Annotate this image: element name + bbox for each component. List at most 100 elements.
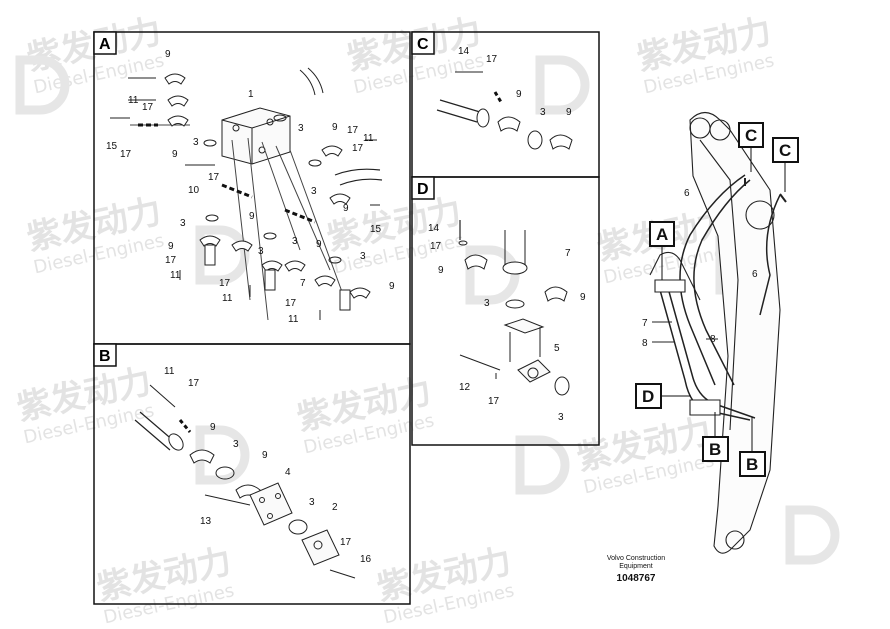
part-number: 3 [233,439,239,450]
part-number: 9 [165,49,171,60]
part-number: 14 [428,223,440,234]
panel-d-part-numbers: 14 17 9 7 3 9 5 12 17 3 [428,223,586,423]
part-number: 17 [142,102,154,113]
part-number: 9 [516,89,522,100]
part-number: 17 [285,298,297,309]
part-number: 9 [343,203,349,214]
panel-label-d: D [417,181,429,198]
panel-c-drawing [436,71,573,150]
part-number: 17 [352,143,364,154]
part-number: 9 [316,239,322,250]
overview-part-numbers: 6 6 7 8 8 [642,188,758,349]
callout-label: B [709,440,721,459]
boom-overview [649,111,787,554]
company-name-line1: Volvo Construction [607,555,665,562]
panel-label-a: A [99,36,111,53]
part-number: 15 [370,224,382,235]
part-number: 3 [484,298,490,309]
callout-c-left: C [738,122,764,172]
part-number: 9 [332,122,338,133]
part-number: 11 [222,293,233,304]
panel-c-part-numbers: 14 17 9 3 9 [458,46,572,118]
panel-tab-b: B [93,343,117,367]
panel-b-frame [93,343,411,605]
part-number: 8 [642,338,648,349]
part-number: 11 [363,133,374,144]
callout-label: A [656,225,668,244]
panel-label-b: B [99,348,111,365]
part-number: 17 [347,125,359,136]
part-number: 17 [219,278,231,289]
part-number: 9 [566,107,572,118]
part-number: 3 [180,218,186,229]
panel-label-c: C [417,36,429,53]
part-number: 6 [684,188,690,199]
panel-b-part-numbers: 11 17 9 3 9 4 3 2 13 17 16 [164,366,372,565]
callout-b-right: B [739,417,766,477]
panel-d-frame [411,176,600,446]
part-number: 15 [106,141,118,152]
panel-tab-a: A [93,31,117,55]
part-number: 13 [200,516,212,527]
part-number: 3 [540,107,546,118]
part-number: 16 [360,554,372,565]
panel-frames [93,31,600,605]
part-number: 6 [752,269,758,280]
part-number: 11 [128,95,139,106]
part-number: 3 [292,236,298,247]
part-number: 7 [565,248,571,259]
part-number: 9 [249,211,255,222]
part-number: 17 [165,255,177,266]
part-number: 11 [164,366,175,377]
part-number: 9 [210,422,216,433]
part-number: 11 [170,270,181,281]
part-number: 17 [430,241,442,252]
part-number: 17 [340,537,352,548]
callout-a: A [649,221,675,280]
part-number: 7 [642,318,648,329]
caption: Volvo Construction Equipment 1048767 [607,555,665,584]
callout-c-right: C [772,137,799,192]
part-number: 17 [488,396,500,407]
part-number-code: 1048767 [617,573,656,584]
panel-tab-c: C [411,31,435,55]
part-number: 9 [438,265,444,276]
part-number: 3 [298,123,304,134]
part-number: 3 [311,186,317,197]
part-number: 10 [188,185,200,196]
part-number: 9 [580,292,586,303]
part-number: 17 [208,172,220,183]
part-number: 3 [558,412,564,423]
callout-label: B [746,455,758,474]
panel-b-drawing [134,384,356,579]
part-number: 9 [262,450,268,461]
callout-label: C [779,141,791,160]
part-number: 17 [120,149,132,160]
part-number: 17 [486,54,498,65]
panel-d-drawing [458,220,570,396]
part-number: 7 [300,278,306,289]
part-number: 3 [258,246,264,257]
part-number: 9 [389,281,395,292]
overview-callouts: C C A D B B [635,122,799,477]
panel-a-part-numbers: 9 11 17 1 3 15 17 9 3 9 17 11 17 10 3 3 … [106,49,395,325]
callout-b-left: B [702,412,729,462]
part-number: 3 [309,497,315,508]
part-number: 5 [554,343,560,354]
callout-label: C [745,126,757,145]
company-name-line2: Equipment [619,563,653,570]
callout-d: D [635,383,691,409]
part-number: 17 [188,378,200,389]
part-number: 12 [459,382,471,393]
part-number: 2 [332,502,338,513]
part-number: 3 [193,137,199,148]
panel-tab-d: D [411,176,435,200]
panel-a-drawing [110,67,383,321]
part-number: 1 [248,89,254,100]
part-number: 9 [168,241,174,252]
part-number: 14 [458,46,470,57]
callout-label: D [642,387,654,406]
part-number: 4 [285,467,291,478]
part-number: 9 [172,149,178,160]
